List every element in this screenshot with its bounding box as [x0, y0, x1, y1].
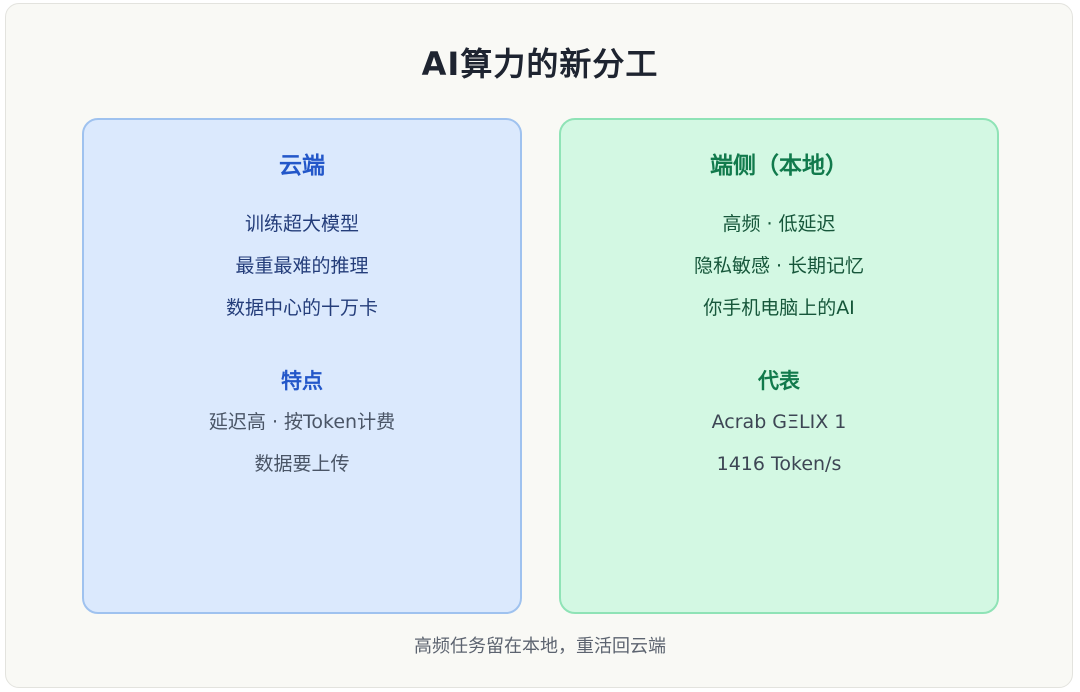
edge-item: 隐私敏感 · 长期记忆	[693, 255, 865, 277]
cloud-item: 数据中心的十万卡	[225, 297, 378, 319]
cloud-item: 最重最难的推理	[235, 255, 369, 277]
page-title: AI算力的新分工	[421, 45, 659, 83]
cloud-section-title: 特点	[281, 369, 323, 393]
cloud-section-item: 延迟高 · 按Token计费	[208, 411, 396, 433]
edge-panel-title: 端侧（本地）	[710, 153, 848, 179]
edge-panel: 端侧（本地） 高频 · 低延迟 隐私敏感 · 长期记忆 你手机电脑上的AI 代表…	[559, 118, 999, 614]
edge-item: 高频 · 低延迟	[722, 213, 836, 235]
cloud-section-item: 数据要上传	[254, 453, 350, 475]
cloud-item: 训练超大模型	[244, 213, 359, 235]
edge-section-title: 代表	[758, 369, 800, 393]
edge-section-item: Acrab GΞLIX 1	[711, 411, 847, 433]
cloud-panel-title: 云端	[279, 153, 325, 179]
cloud-panel: 云端 训练超大模型 最重最难的推理 数据中心的十万卡 特点 延迟高 · 按Tok…	[82, 118, 522, 614]
edge-section-item: 1416 Token/s	[716, 453, 842, 475]
edge-item: 你手机电脑上的AI	[703, 297, 855, 319]
diagram-frame: AI算力的新分工 云端 训练超大模型 最重最难的推理 数据中心的十万卡 特点 延…	[5, 3, 1073, 688]
footer-caption: 高频任务留在本地，重活回云端	[414, 636, 666, 657]
